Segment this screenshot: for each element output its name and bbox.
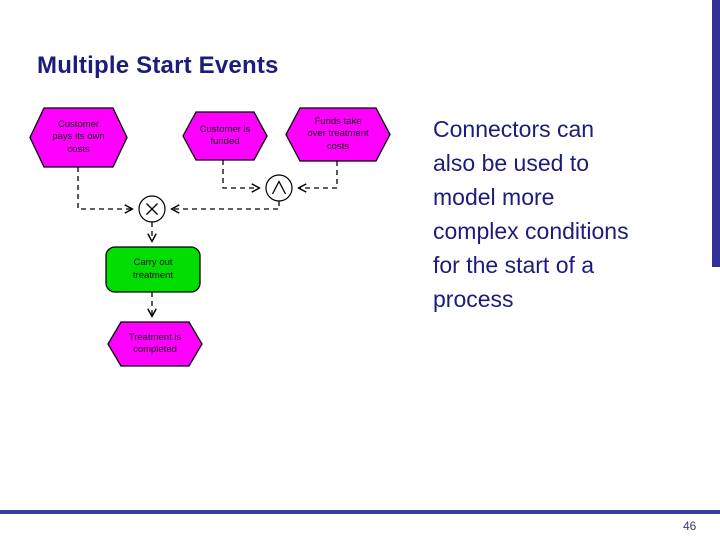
slide-title: Multiple Start Events [37,52,279,79]
function-label-carry-out-treatment: Carry out treatment [132,257,174,281]
flow-event3-to-and [299,161,338,188]
and-connector-icon [265,174,293,202]
event-label-funds-take-over: Funds take over treatment costs [307,115,369,152]
event-label-customer-pays: Customer pays its own costs [52,118,105,155]
right-accent-bar [712,0,720,267]
page-number: 46 [683,519,697,533]
event-hexagon-funds-take-over [285,107,391,162]
flow-event1-to-xor [77,167,132,209]
event-label-customer-funded: Customer is funded [199,123,251,147]
event-label-treatment-completed: Treatment is completed [128,331,182,355]
event-hexagon-customer-funded [182,111,268,161]
footer-divider-line [0,510,720,514]
xor-connector-icon [138,195,166,223]
event-hexagon-customer-pays [29,107,128,168]
function-box-carry-out-treatment [105,246,201,293]
flow-and-to-xor [172,201,280,209]
slide-body-text: Connectors can also be used to model mor… [433,116,629,312]
event-hexagon-treatment-completed [107,321,203,367]
flow-event2-to-and [222,160,259,188]
